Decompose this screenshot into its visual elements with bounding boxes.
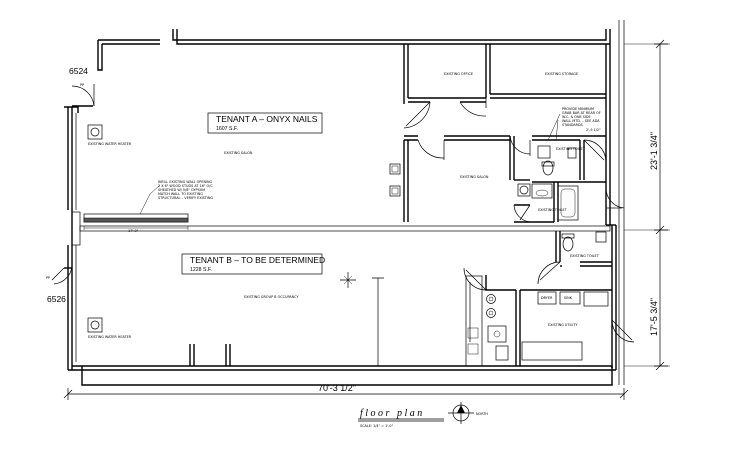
wall-note-line: STRUCTURAL – VERIFY EXISTING: [158, 196, 213, 200]
toilet-1-label: EXISTING TOILET: [556, 147, 586, 151]
center-cross-marker: [340, 272, 356, 288]
drawing-title: floor plan: [360, 408, 425, 419]
tenant-a-name: TENANT A – ONYX NAILS: [216, 114, 318, 124]
toilet-1-bowl: [542, 160, 554, 176]
leader-lines: [139, 113, 561, 215]
wall-note-line: 2 X 6" WOOD STUDS AT 16" O/C: [158, 184, 213, 188]
lower-depth-dimension: 17'-5 3/4": [649, 298, 659, 336]
wall-note-line: MATCH WALL TO EXISTING: [158, 192, 203, 196]
wall-note-line: SHEATHED W/ 5/8" GYPSUM: [158, 188, 205, 192]
door-tag-lower: PP: [46, 276, 50, 280]
utility-circle-1: [486, 294, 496, 304]
water-heater-lower-label: EXISTING WATER HEATER: [88, 335, 132, 339]
door-swings: [51, 84, 635, 343]
salon-b-label: EXISTING SALON: [460, 175, 489, 179]
tenant-b-name: TENANT B – TO BE DETERMINED: [190, 255, 325, 265]
toilet-3-bowl: [562, 236, 574, 252]
panel-fixture-lower: [87, 317, 103, 333]
group-b-occupancy-label: EXISTING GROUP B OCCUPANCY: [244, 295, 299, 299]
toilet-note-line: STANDARDS: [562, 123, 583, 127]
sink-label: SINK: [564, 296, 573, 300]
toilet-grab-bar-note: PROVIDE MINIMUM GRAB BAR AT REAR OF W.C.…: [562, 107, 601, 132]
salon-station-1: [389, 163, 401, 175]
toilet-3-label: EXISTING TOILET: [570, 254, 600, 258]
unit-number-6526: 6526: [47, 294, 66, 304]
door-tag-upper: PP: [80, 83, 84, 87]
dimension-lines: [63, 39, 670, 400]
toilet-note-line: PROVIDE MINIMUM: [562, 107, 594, 111]
exterior-walls: [64, 20, 625, 386]
toilet-note-line: 2'-9 1/2": [586, 128, 601, 132]
tenant-a-label-box: [207, 112, 323, 134]
tenant-a-area: 1607 S.F.: [216, 126, 238, 132]
office-label: EXISTING OFFICE: [444, 72, 473, 76]
toilet-note-line: W.C. & ONE SIDE: [562, 115, 591, 119]
dryer-label: DRYER: [541, 296, 553, 300]
utility-counter: [521, 341, 583, 361]
drawing-scale: SCALE: 1/4" = 1'-0": [360, 424, 394, 428]
tenant-b-area: 1228 S.F.: [190, 267, 212, 273]
overall-width-dimension: 70'-3 1/2": [318, 383, 356, 393]
fixtures: [87, 124, 609, 361]
upper-depth-dimension: 23'-1 3/4": [649, 132, 659, 170]
north-arrow-icon: [448, 402, 474, 424]
interior-walls: [79, 44, 612, 367]
tub-fixture: [557, 185, 579, 221]
toilet-2-label: EXISTING TOILET: [538, 208, 568, 212]
unit-number-6524: 6524: [69, 66, 88, 76]
wall-infill-note: INFILL EXISTING WALL OPENING 2 X 6" WOOD…: [158, 180, 213, 200]
salon-a-label: EXISTING SALON: [224, 151, 253, 155]
toilet-note-line: WALL MTD. – SEE ADA: [562, 119, 600, 123]
water-heater-upper-label: EXISTING WATER HEATER: [88, 142, 132, 146]
tenant-b-label-box: [181, 253, 323, 275]
salon-station-2: [389, 185, 401, 197]
toilet-note-line: GRAB BAR AT REAR OF: [562, 111, 601, 115]
wall-note-line: INFILL EXISTING WALL OPENING: [158, 180, 213, 184]
utility-label: EXISTING UTILITY: [548, 323, 578, 327]
infill-wall-length: 17'-0": [128, 229, 139, 233]
storage-label: EXISTING STORAGE: [545, 72, 578, 76]
title-underline: [358, 418, 444, 422]
wall-infill-hatch: [83, 213, 189, 230]
north-label: NORTH: [476, 412, 488, 416]
panel-fixture-upper: [87, 124, 103, 140]
